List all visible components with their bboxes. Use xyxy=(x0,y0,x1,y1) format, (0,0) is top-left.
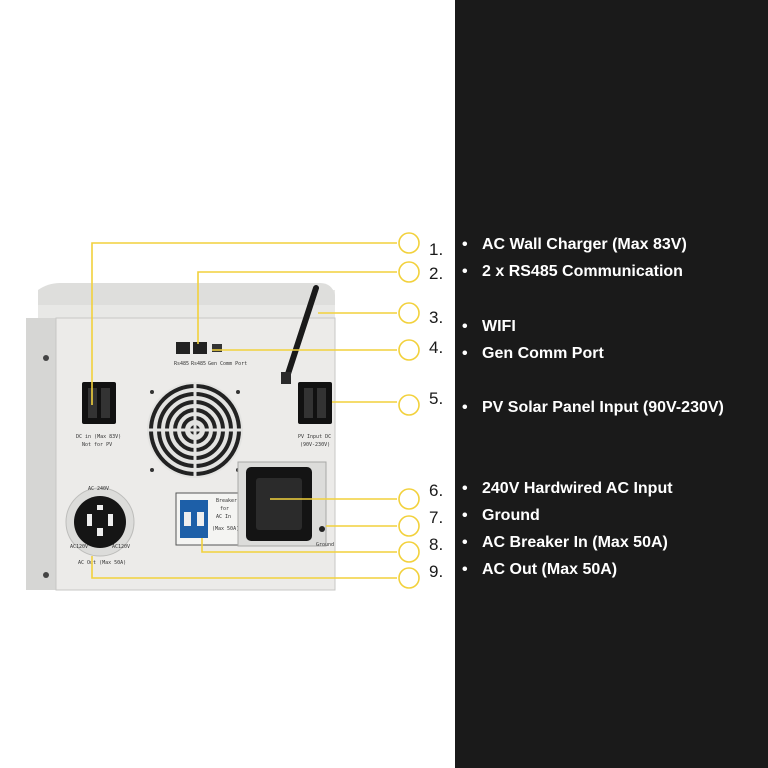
callout-number: 2. xyxy=(429,264,444,283)
feature-label: 240V Hardwired AC Input xyxy=(482,480,673,497)
feature-label: PV Solar Panel Input (90V-230V) xyxy=(482,399,724,416)
rs485-ports: Rs485 Rs485 Gen Comm Port xyxy=(174,342,247,367)
bullet-icon: • xyxy=(462,561,468,578)
ac-socket-top-label: AC 240V xyxy=(88,486,109,492)
callout-circles xyxy=(398,232,420,589)
callout-number: 6. xyxy=(429,481,444,500)
dc-in-label: DC in (Max 83V) xyxy=(76,434,121,440)
ground-terminal-icon xyxy=(319,526,325,532)
bullet-icon: • xyxy=(462,534,468,551)
ac-out-socket: AC 240V AC120V AC120V AC Out (Max 50A) xyxy=(65,486,135,566)
breaker-label: Breaker xyxy=(216,498,237,504)
ac-socket-left-label: AC120V xyxy=(70,544,88,550)
feature-item: • WIFI xyxy=(462,318,516,336)
feature-label: AC Breaker In (Max 50A) xyxy=(482,534,668,551)
feature-item: • Gen Comm Port xyxy=(462,345,604,363)
pv-input-connector: PV Input DC (90V-230V) xyxy=(298,382,332,448)
feature-label: WIFI xyxy=(482,318,516,335)
wifi-antenna-icon xyxy=(283,285,319,383)
bullet-icon: • xyxy=(462,263,468,280)
dc-in-note: Not for PV xyxy=(82,442,112,448)
callout-number: 9. xyxy=(429,562,444,581)
bullet-icon: • xyxy=(462,318,468,335)
bullet-icon: • xyxy=(462,507,468,524)
breaker-label: for xyxy=(220,506,229,512)
callout-number: 5. xyxy=(429,389,444,408)
feature-item: • AC Wall Charger (Max 83V) xyxy=(462,236,687,254)
screw-icon xyxy=(43,355,49,361)
callout-number: 4. xyxy=(429,338,444,357)
hardwired-ac-input xyxy=(237,461,327,547)
feature-item: • AC Out (Max 50A) xyxy=(462,561,617,579)
callout-number: 1. xyxy=(429,240,444,259)
dc-in-connector: DC in (Max 83V) Not for PV xyxy=(76,382,121,448)
gen-comm-label: Gen Comm Port xyxy=(208,361,247,367)
feature-item: • 2 x RS485 Communication xyxy=(462,263,683,281)
callout-number: 8. xyxy=(429,535,444,554)
rs485-label: Rs485 xyxy=(174,361,189,367)
ground-label: Ground xyxy=(316,542,334,548)
pv-input-label: PV Input DC xyxy=(298,434,331,440)
feature-label: AC Wall Charger (Max 83V) xyxy=(482,236,687,253)
feature-item: • PV Solar Panel Input (90V-230V) xyxy=(462,399,724,417)
feature-label: Ground xyxy=(482,507,540,524)
breaker-label: AC In xyxy=(216,514,231,520)
ac-out-label: AC Out (Max 50A) xyxy=(78,560,126,566)
feature-label: 2 x RS485 Communication xyxy=(482,263,683,280)
feature-item: • Ground xyxy=(462,507,540,525)
feature-item: • 240V Hardwired AC Input xyxy=(462,480,673,498)
feature-label: AC Out (Max 50A) xyxy=(482,561,618,578)
rs485-label: Rs485 xyxy=(191,361,206,367)
fan-icon xyxy=(147,382,243,478)
callout-number: 7. xyxy=(429,508,444,527)
bullet-icon: • xyxy=(462,399,468,416)
bullet-icon: • xyxy=(462,345,468,362)
ac-socket-right-label: AC120V xyxy=(112,544,130,550)
pv-input-range: (90V-230V) xyxy=(300,442,330,448)
bullet-icon: • xyxy=(462,236,468,253)
features-panel xyxy=(455,0,768,768)
bullet-icon: • xyxy=(462,480,468,497)
ac-breaker: Breaker for AC In (Max 50A) xyxy=(175,492,241,546)
breaker-label: (Max 50A) xyxy=(212,526,239,532)
feature-label: Gen Comm Port xyxy=(482,345,604,362)
callout-number: 3. xyxy=(429,308,444,327)
screw-icon xyxy=(43,572,49,578)
callout-lines xyxy=(91,242,397,579)
feature-item: • AC Breaker In (Max 50A) xyxy=(462,534,668,552)
